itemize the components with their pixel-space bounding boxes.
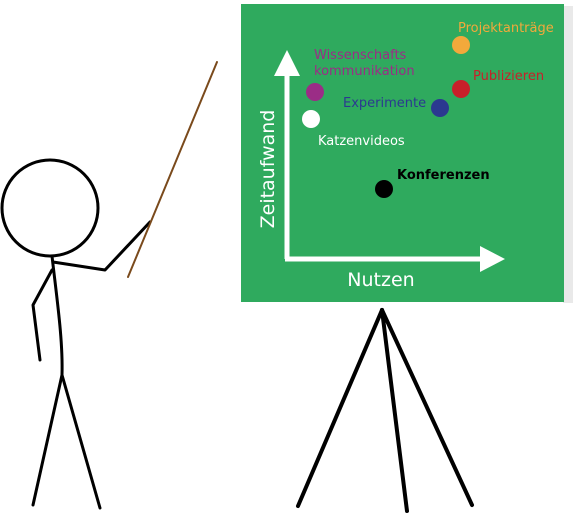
data-point-marker — [375, 180, 393, 198]
data-point-label: Publizieren — [473, 69, 544, 84]
data-point: Konferenzen — [375, 168, 490, 198]
chart-axes — [274, 50, 505, 272]
data-point: Experimente — [343, 96, 449, 117]
data-point: Projektanträge — [452, 21, 554, 54]
stick-figure — [0, 158, 152, 510]
data-point-label-line: Experimente — [343, 96, 426, 111]
stick-figure-head — [0, 158, 100, 258]
stick-figure-right-arm — [51, 220, 152, 272]
data-point-marker — [452, 36, 470, 54]
data-point-label-line: Projektanträge — [458, 21, 554, 36]
stick-figure-body — [50, 254, 64, 377]
stick-figure-left-arm — [31, 268, 54, 362]
data-point-label-line: Katzenvideos — [318, 134, 405, 149]
board-shadow — [563, 6, 573, 303]
data-point-marker — [431, 99, 449, 117]
data-point-label-line: Konferenzen — [397, 168, 490, 183]
data-point-label-line: Wissenschafts — [314, 48, 407, 63]
data-point: Katzenvideos — [302, 110, 405, 149]
x-axis-arrowhead — [480, 246, 505, 272]
stick-figure-right-leg — [60, 373, 102, 510]
data-point-label: Katzenvideos — [318, 134, 405, 149]
data-point-marker — [452, 80, 470, 98]
y-axis-label: Zeitaufwand — [257, 110, 279, 229]
easel-legs — [296, 308, 474, 513]
data-point-label: Experimente — [343, 96, 426, 111]
pointer-stick — [127, 61, 218, 278]
data-point-marker — [306, 83, 324, 101]
x-axis-label: Nutzen — [347, 269, 414, 291]
data-point: Publizieren — [452, 69, 544, 98]
chart-board — [241, 4, 564, 302]
stick-figure-left-leg — [31, 373, 64, 507]
data-point-label: Projektanträge — [458, 21, 554, 36]
data-point-label: Konferenzen — [397, 168, 490, 183]
data-point-marker — [302, 110, 320, 128]
data-point-label-line: Publizieren — [473, 69, 544, 84]
y-axis-arrowhead — [274, 50, 300, 76]
data-point-label-line: kommunikation — [314, 64, 415, 79]
